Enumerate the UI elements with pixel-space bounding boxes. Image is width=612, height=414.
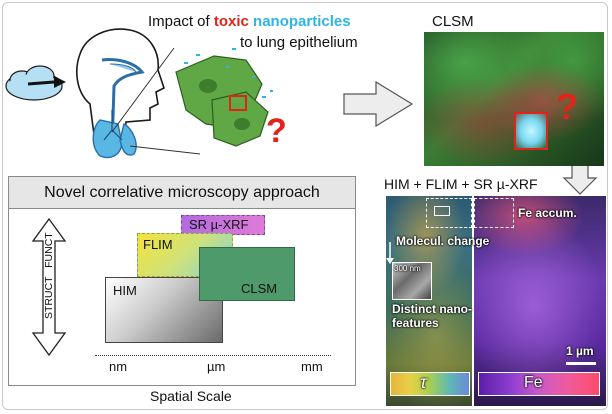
combined-methods-label: HIM + FLIM + SR µ-XRF (384, 176, 538, 192)
tick-mm: mm (301, 359, 323, 374)
scale-bar (566, 362, 596, 365)
header-line-1: Impact of toxic nanoparticles (148, 13, 351, 31)
figure-frame (2, 2, 608, 410)
clsm-block-label: CLSM (241, 281, 278, 296)
fe-roi-dashed-box (474, 198, 514, 228)
clsm-roi-box (514, 112, 548, 150)
flim-label: FLIM (143, 237, 173, 252)
epithelial-cells-icon (175, 48, 273, 147)
clsm-micrograph: ? (424, 32, 604, 166)
header-impact-prefix: Impact of (148, 13, 214, 30)
fe-colorbar-label: Fe (524, 374, 543, 391)
clsm-block (199, 247, 295, 301)
inset-scale-label: 300 nm (394, 264, 421, 273)
arrow-to-inset-icon (386, 242, 394, 264)
aerosol-cloud-icon (5, 65, 66, 101)
flim-tau-micrograph (386, 196, 472, 406)
spatial-scale-label: Spatial Scale (150, 388, 232, 404)
scale-bar-label: 1 µm (566, 344, 594, 358)
arrow-right-icon (343, 80, 414, 128)
header-line-2: to lung epithelium (240, 34, 358, 51)
fe-colorbar (478, 372, 600, 396)
question-mark-cells: ? (266, 112, 287, 150)
struct-funct-label: STRUCT FUNCT (43, 232, 55, 319)
clsm-label: CLSM (432, 13, 474, 30)
struct-funct-arrow-icon (31, 217, 67, 357)
molecul-change-label: Molecul. change (396, 234, 490, 248)
tau-roi-dashed-box (426, 198, 472, 228)
question-mark-clsm: ? (556, 86, 578, 127)
spatial-axis-line (95, 355, 331, 356)
correlative-title: Novel correlative microscopy approach (9, 177, 355, 209)
srxrf-label: SR µ-XRF (189, 217, 249, 232)
him-label: HIM (113, 283, 137, 298)
tick-nm: nm (109, 359, 128, 374)
distinct-features-line-2: features (392, 316, 439, 330)
xrf-fe-micrograph (474, 196, 606, 406)
tau-colorbar-label: τ (420, 372, 427, 392)
distinct-features-line-1: Distinct nano- (392, 302, 472, 316)
clsm-nanoparticle-spot (516, 114, 546, 148)
sem-inset-image (392, 262, 432, 300)
tau-inner-roi-box (434, 206, 450, 216)
correlative-approach-panel: Novel correlative microscopy approach ST… (8, 176, 356, 386)
fe-accum-label: Fe accum. (518, 206, 577, 220)
header-nano-word: nanoparticles (253, 13, 351, 30)
tick-um: µm (207, 359, 226, 374)
tau-colorbar (390, 372, 470, 396)
header-toxic-word: toxic (213, 13, 249, 30)
human-head-icon (76, 28, 165, 159)
